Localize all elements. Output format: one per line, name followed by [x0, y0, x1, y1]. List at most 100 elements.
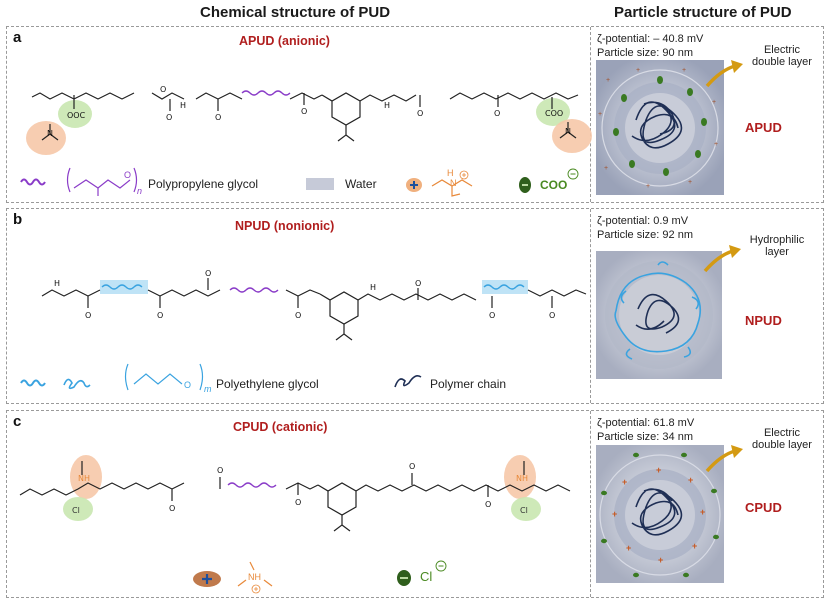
panel-c: c CPUD (cationic) ζ-potential: 61.8 mV P… [6, 410, 824, 598]
ppg-repeat-unit-icon: O n [66, 167, 142, 196]
cation-plus-icon [406, 178, 422, 192]
anion-minus-icon [397, 570, 411, 586]
svg-text:O: O [160, 85, 166, 94]
svg-text:+: + [714, 141, 718, 148]
svg-text:+: + [688, 179, 692, 186]
svg-text:O: O [489, 311, 495, 320]
ppg-wave-icon [20, 178, 46, 186]
particle-size: Particle size: 90 nm [597, 47, 693, 59]
svg-text:O: O [409, 462, 415, 471]
panel-letter: a [13, 29, 22, 46]
water-swatch [306, 178, 334, 190]
polymer-chain-icon [394, 375, 422, 388]
panel-divider [590, 411, 591, 597]
svg-text:O: O [215, 113, 221, 122]
svg-text:+: + [598, 111, 602, 118]
svg-text:NH: NH [516, 474, 528, 483]
svg-text:+: + [692, 541, 697, 551]
svg-text:O: O [205, 269, 211, 278]
svg-text:COO: COO [545, 109, 563, 118]
svg-text:N: N [565, 127, 571, 136]
anion-minus-icon [519, 177, 531, 193]
negative-charge-icon [435, 560, 447, 572]
svg-text:O: O [415, 279, 421, 288]
svg-text:O: O [549, 311, 555, 320]
peg-wave-icon [20, 379, 46, 387]
svg-text:O: O [124, 170, 131, 180]
apud-structure: OOC COO O O O O O O H H N N [26, 85, 592, 155]
svg-text:NH: NH [248, 572, 261, 582]
svg-text:O: O [184, 380, 191, 390]
header-chemical-structure: Chemical structure of PUD [200, 4, 391, 21]
svg-text:O: O [166, 113, 172, 122]
panel-title: NPUD (nonionic) [235, 219, 335, 233]
panel-title: CPUD (cationic) [233, 420, 328, 434]
cation-plus-icon [193, 571, 221, 587]
svg-text:O: O [485, 500, 491, 509]
svg-text:O: O [85, 311, 91, 320]
svg-text:+: + [626, 543, 631, 553]
electric-double-layer-label: Electric double layer [752, 44, 812, 68]
particle-label: NPUD [745, 313, 782, 328]
svg-text:O: O [157, 311, 163, 320]
npud-particle [596, 251, 722, 379]
panel-a: a APUD (anionic) ζ-potential: – 40.8 mV … [6, 26, 824, 203]
svg-text:+: + [646, 183, 650, 190]
panel-divider [590, 209, 591, 403]
svg-text:Cl: Cl [72, 506, 80, 515]
svg-text:N: N [47, 129, 53, 138]
hydrophilic-layer-arrow-icon [703, 245, 741, 273]
svg-text:+: + [656, 465, 661, 475]
svg-text:O: O [417, 109, 423, 118]
zeta-potential-readout: ζ-potential: – 40.8 mV Particle size: 90… [597, 32, 703, 60]
panel-divider [590, 27, 591, 202]
triethylammonium-icon: H N [431, 168, 473, 197]
hydrophilic-layer-label: Hydrophilic layer [749, 234, 805, 258]
particle-size: Particle size: 34 nm [597, 431, 693, 443]
svg-text:+: + [682, 67, 686, 74]
legend-carboxylate-label: COO [540, 178, 568, 192]
legend-glycol-label: Polypropylene glycol [148, 177, 259, 191]
svg-text:H: H [447, 168, 454, 178]
svg-text:+: + [688, 475, 693, 485]
legend-water-label: Water [345, 177, 377, 191]
zeta-potential-readout: ζ-potential: 61.8 mV Particle size: 34 n… [597, 416, 694, 444]
svg-text:+: + [606, 77, 610, 84]
svg-text:O: O [295, 311, 301, 320]
svg-text:+: + [712, 99, 716, 106]
svg-text:n: n [137, 186, 142, 196]
panel-letter: b [13, 211, 23, 228]
npud-structure: O O O O O O O H H [41, 269, 587, 341]
electric-double-layer-label: Electric double layer [752, 427, 812, 451]
svg-text:O: O [217, 466, 223, 475]
svg-text:O: O [169, 504, 175, 513]
svg-text:OOC: OOC [67, 111, 86, 120]
legend-chloride-label: Cl [420, 569, 433, 584]
svg-text:N: N [450, 178, 457, 188]
panel-b: b NPUD (nonionic) ζ-potential: 0.9 mV Pa… [6, 208, 824, 404]
legend-glycol-label: Polyethylene glycol [216, 377, 319, 391]
dimethylammonium-icon: NH [237, 561, 273, 594]
svg-text:O: O [295, 498, 301, 507]
peg-coil-icon [63, 378, 91, 390]
svg-text:H: H [54, 279, 60, 288]
cpud-particle: ++++ ++++ [596, 445, 724, 583]
zeta-potential: ζ-potential: 0.9 mV [597, 215, 689, 227]
zeta-potential: ζ-potential: – 40.8 mV [597, 33, 704, 45]
legend-chain-label: Polymer chain [430, 377, 507, 391]
svg-text:+: + [604, 165, 608, 172]
svg-text:NH: NH [78, 474, 90, 483]
svg-text:+: + [636, 67, 640, 74]
negative-charge-icon [567, 168, 579, 180]
double-layer-arrow-icon [705, 445, 743, 473]
svg-text:H: H [180, 101, 186, 110]
svg-text:+: + [658, 555, 663, 565]
svg-text:H: H [370, 283, 376, 292]
peg-repeat-unit-icon: O m [124, 363, 212, 394]
svg-text:Cl: Cl [520, 506, 528, 515]
panel-letter: c [13, 413, 22, 430]
svg-text:+: + [612, 509, 617, 519]
apud-particle: + + + + + + + + + [596, 60, 724, 195]
cpud-structure: NH NH Cl Cl O O O O O [19, 455, 571, 532]
svg-text:m: m [204, 384, 212, 394]
